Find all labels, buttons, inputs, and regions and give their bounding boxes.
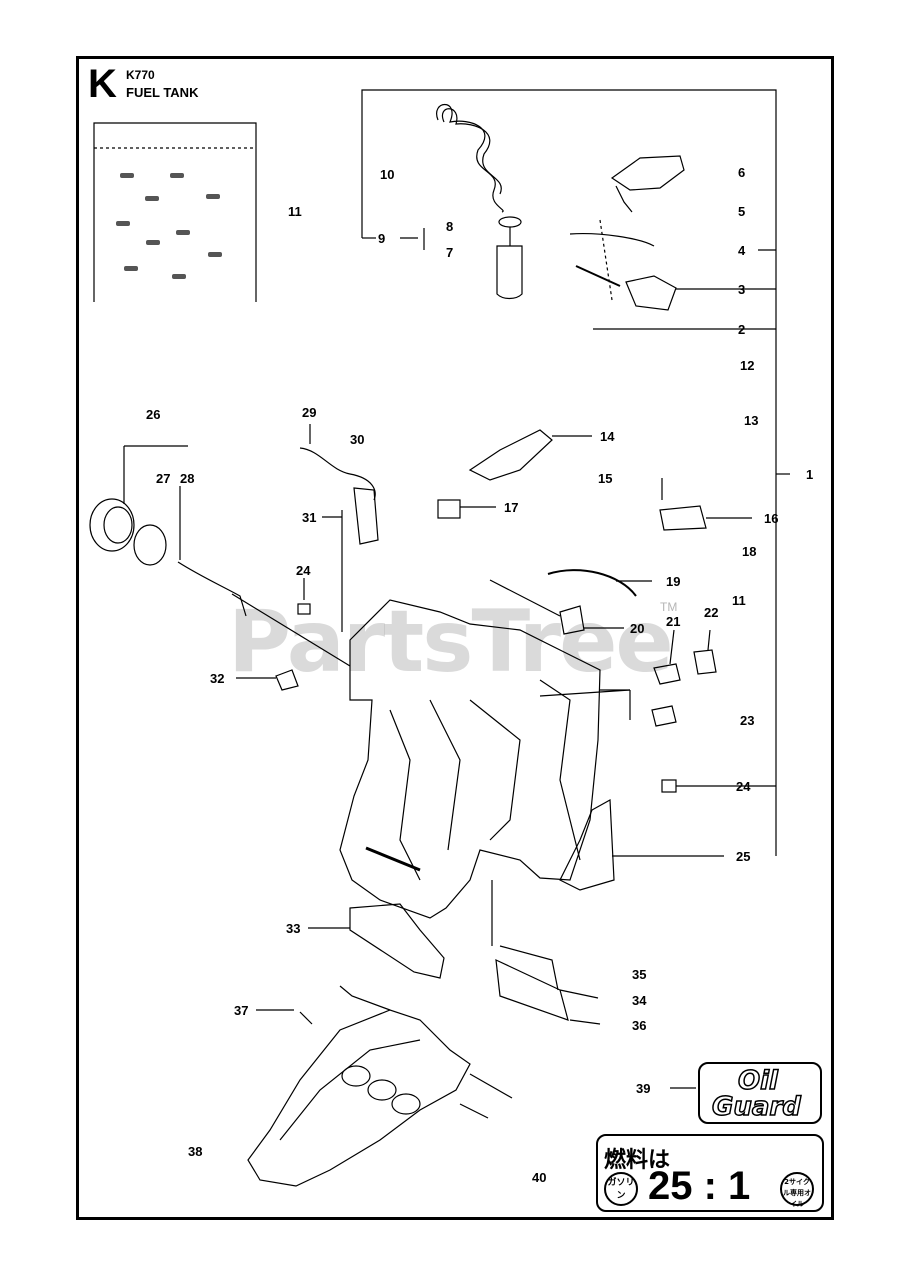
oil-guard-word-2: Guard — [711, 1091, 801, 1123]
oil-guard-word-1: Oil — [737, 1065, 778, 1097]
gasoline-circle: ガソリン — [604, 1172, 638, 1206]
page-title: FUEL TANK — [126, 85, 199, 100]
part-label-20: 20 — [630, 621, 645, 636]
part-label-18: 18 — [742, 544, 757, 559]
part-label-24-left: 24 — [296, 563, 311, 578]
part-label-36: 36 — [632, 1018, 647, 1033]
watermark-tm: TM — [660, 600, 678, 614]
part-label-15: 15 — [598, 471, 613, 486]
part-label-9: 9 — [378, 231, 386, 246]
part-label-4: 4 — [738, 243, 746, 258]
part-label-40: 40 — [532, 1170, 547, 1185]
part-label-38: 38 — [188, 1144, 203, 1159]
part-label-29: 29 — [302, 405, 317, 420]
part-label-14: 14 — [600, 429, 615, 444]
part-label-13: 13 — [744, 413, 759, 428]
part-label-25: 25 — [736, 849, 751, 864]
part-label-32: 32 — [210, 671, 225, 686]
part-label-23: 23 — [740, 713, 755, 728]
part-label-35: 35 — [632, 967, 647, 982]
part-label-27: 27 — [156, 471, 171, 486]
part-label-7: 7 — [446, 245, 454, 260]
part-label-10: 10 — [380, 167, 395, 182]
two-stroke-oil-circle: 2サイクル専用オイル — [780, 1172, 814, 1208]
part-label-21: 21 — [666, 614, 681, 629]
part-label-30: 30 — [350, 432, 365, 447]
part-label-16: 16 — [764, 511, 779, 526]
part-label-6: 6 — [738, 165, 746, 180]
part-label-8: 8 — [446, 219, 454, 234]
part-label-11-kit: 11 — [288, 204, 302, 219]
model-name: K770 — [126, 68, 155, 82]
diagram-frame — [76, 56, 834, 1220]
part-label-37: 37 — [234, 1003, 249, 1018]
part-label-17: 17 — [504, 500, 519, 515]
part-label-12: 12 — [740, 358, 755, 373]
part-label-5: 5 — [738, 204, 746, 219]
part-label-39: 39 — [636, 1081, 651, 1096]
part-label-19: 19 — [666, 574, 681, 589]
part-label-3: 3 — [738, 282, 746, 297]
screw-kit-box — [93, 122, 257, 302]
part-label-28: 28 — [180, 471, 195, 486]
part-label-26: 26 — [146, 407, 161, 422]
oil-guard-badge: Oil Guard — [698, 1062, 822, 1124]
fuel-mix-label: 燃料は ガソリン 25 : 1 2サイクル専用オイル — [596, 1134, 824, 1212]
part-label-2: 2 — [738, 322, 746, 337]
fuel-ratio: 25 : 1 — [648, 1164, 751, 1208]
part-label-1: 1 — [806, 467, 814, 482]
part-label-22: 22 — [704, 605, 719, 620]
part-label-31: 31 — [302, 510, 317, 525]
part-label-34: 34 — [632, 993, 647, 1008]
screws-group — [116, 173, 222, 279]
part-label-33: 33 — [286, 921, 301, 936]
part-label-11: 11 — [732, 593, 746, 608]
fuel-heading: 燃料は — [604, 1148, 671, 1173]
section-letter: K — [88, 62, 117, 106]
part-label-24-right: 24 — [736, 779, 751, 794]
